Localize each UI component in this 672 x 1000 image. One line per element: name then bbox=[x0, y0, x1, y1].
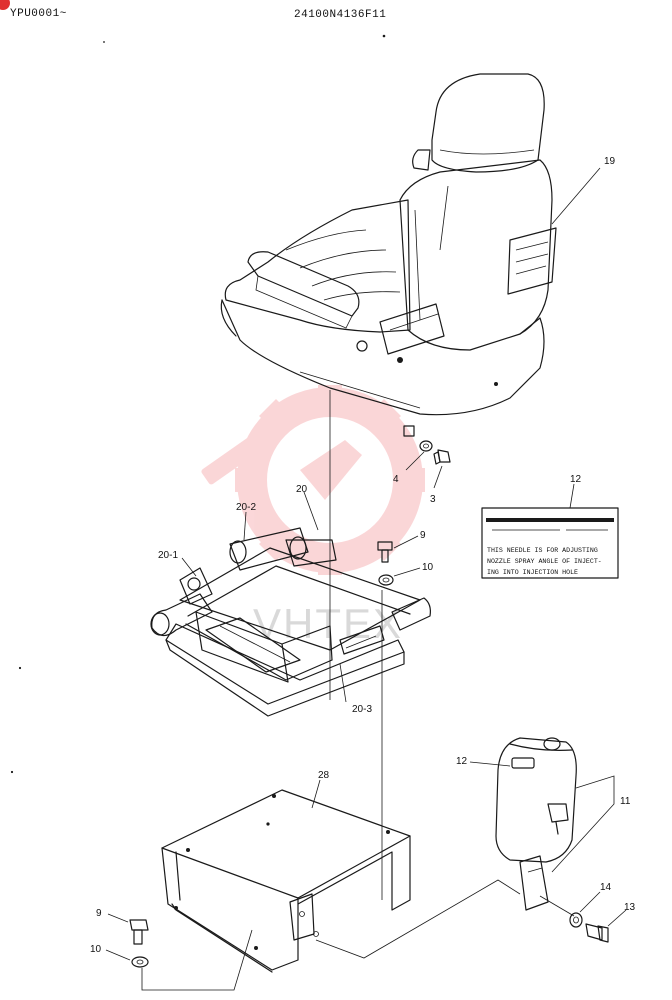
part-label-4: 4 bbox=[393, 474, 399, 485]
part-label-12-plate: 12 bbox=[570, 474, 582, 485]
bolt-9-upper bbox=[377, 541, 393, 563]
bolt-13 bbox=[585, 923, 609, 943]
drawing-number: 24100N4136F11 bbox=[294, 9, 386, 21]
watermark-logo bbox=[201, 385, 425, 575]
part-label-20-2: 20-2 bbox=[236, 502, 256, 513]
part-label-28: 28 bbox=[318, 770, 330, 781]
part-label-12-tank: 12 bbox=[456, 756, 468, 767]
operator-seat bbox=[220, 73, 557, 437]
bolt-3 bbox=[433, 449, 451, 465]
warning-plate: THIS NEEDLE IS FOR ADJUSTING NOZZLE SPRA… bbox=[481, 507, 619, 579]
part-label-3: 3 bbox=[430, 494, 436, 505]
part-label-19: 19 bbox=[604, 156, 616, 167]
part-label-10-lower: 10 bbox=[90, 944, 102, 955]
warning-plate-line1: THIS NEEDLE IS FOR ADJUSTING bbox=[487, 547, 598, 554]
part-label-20-3: 20-3 bbox=[352, 704, 372, 715]
watermark-text: VHTEX bbox=[253, 600, 403, 647]
part-label-20-1: 20-1 bbox=[158, 550, 178, 561]
washer-10-lower bbox=[131, 956, 149, 968]
corner-marker bbox=[0, 0, 10, 10]
part-label-13: 13 bbox=[624, 902, 636, 913]
washer-14 bbox=[569, 912, 583, 928]
washer-10-upper bbox=[378, 574, 394, 586]
warning-plate-line2: NOZZLE SPRAY ANGLE OF INJECT- bbox=[487, 558, 602, 565]
part-label-9-lower: 9 bbox=[96, 908, 102, 919]
seat-stand bbox=[161, 789, 411, 973]
seat-suspension bbox=[150, 527, 431, 717]
tank-bracket bbox=[519, 855, 549, 911]
washer-4 bbox=[419, 440, 433, 452]
part-label-20: 20 bbox=[296, 484, 308, 495]
bolt-9-lower bbox=[129, 919, 149, 945]
washer-tank bbox=[495, 737, 577, 863]
part-label-10-upper: 10 bbox=[422, 562, 434, 573]
warning-plate-line3: ING INTO INJECTION HOLE bbox=[487, 569, 578, 576]
serial-range: YPU0001~ bbox=[10, 8, 67, 20]
part-label-11: 11 bbox=[620, 796, 631, 807]
part-label-14: 14 bbox=[600, 882, 612, 893]
part-label-9-upper: 9 bbox=[420, 530, 426, 541]
